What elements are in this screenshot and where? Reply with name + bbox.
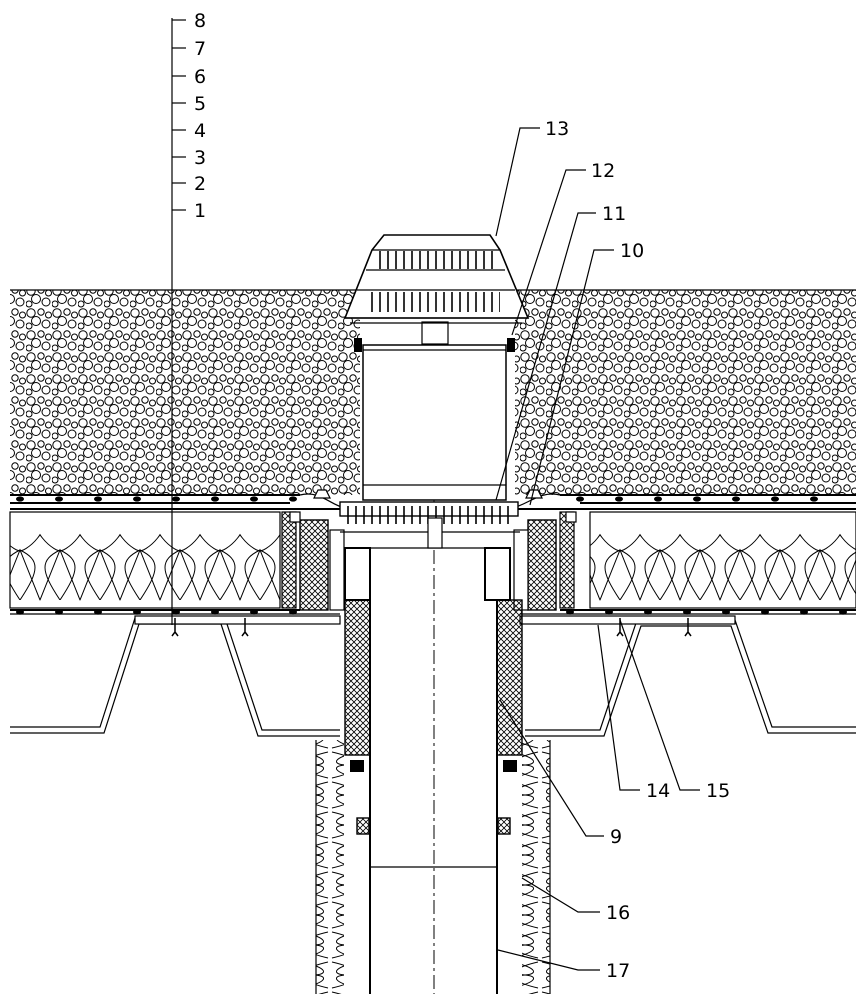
fastener-dot	[722, 609, 730, 615]
callout-16: 16	[606, 902, 630, 924]
fastener-dot	[16, 609, 24, 615]
clamping-ring	[289, 489, 577, 549]
fastener-dot	[133, 496, 141, 502]
thermal-insulation	[9, 511, 856, 609]
fastener-dot	[16, 496, 24, 502]
fastener-dot	[800, 609, 808, 615]
fastener-dot	[761, 609, 769, 615]
fastener-dot	[810, 496, 818, 502]
fastener-dot	[289, 496, 297, 502]
callout-17: 17	[606, 960, 630, 982]
fastener-dot	[211, 609, 219, 615]
fastener-dot	[133, 609, 141, 615]
fastener-dot	[250, 609, 258, 615]
callout-3: 3	[194, 147, 206, 169]
fastener-dot	[94, 496, 102, 502]
callout-8: 8	[194, 10, 206, 32]
fastener-dot	[839, 609, 847, 615]
gravel-guard	[343, 234, 530, 324]
leader-lines	[171, 18, 700, 971]
callout-7: 7	[194, 38, 206, 60]
fastener-dot	[172, 609, 180, 615]
fastener-dot	[94, 609, 102, 615]
fastener-dot	[654, 496, 662, 502]
fastener-dot	[55, 496, 63, 502]
fastener-dot	[605, 609, 613, 615]
fastener-dot	[289, 609, 297, 615]
callout-2: 2	[194, 173, 206, 195]
callout-1: 1	[194, 200, 206, 222]
callout-4: 4	[194, 120, 206, 142]
callout-15: 15	[706, 780, 730, 802]
fastener-dot	[250, 496, 258, 502]
callout-14: 14	[646, 780, 670, 802]
callout-10: 10	[620, 240, 644, 262]
fastener-dot	[55, 609, 63, 615]
gravel-layer	[10, 289, 856, 495]
fastener-dot	[576, 496, 584, 502]
pipe-insulation	[315, 740, 551, 994]
callout-11: 11	[602, 203, 626, 225]
trapezoidal-steel-deck	[10, 615, 856, 737]
fastener-dot	[644, 609, 652, 615]
fastener-dot	[771, 496, 779, 502]
fastener-dot	[693, 496, 701, 502]
vapour-barrier	[10, 609, 856, 615]
callout-labels: 8 7 6 5 4 3 2 1 13 12 11 10 9 14 15 16 1…	[194, 10, 730, 982]
drain-body	[281, 511, 575, 611]
fastener-dot	[615, 496, 623, 502]
fastener-dot	[683, 609, 691, 615]
fastener-dot	[172, 496, 180, 502]
callout-13: 13	[545, 118, 569, 140]
callout-9: 9	[610, 826, 622, 848]
fastener-dot	[566, 609, 574, 615]
fastener-dot	[211, 496, 219, 502]
callout-12: 12	[591, 160, 615, 182]
callout-5: 5	[194, 93, 206, 115]
callout-6: 6	[194, 66, 206, 88]
fastener-dot	[732, 496, 740, 502]
extension-tube	[354, 321, 515, 501]
